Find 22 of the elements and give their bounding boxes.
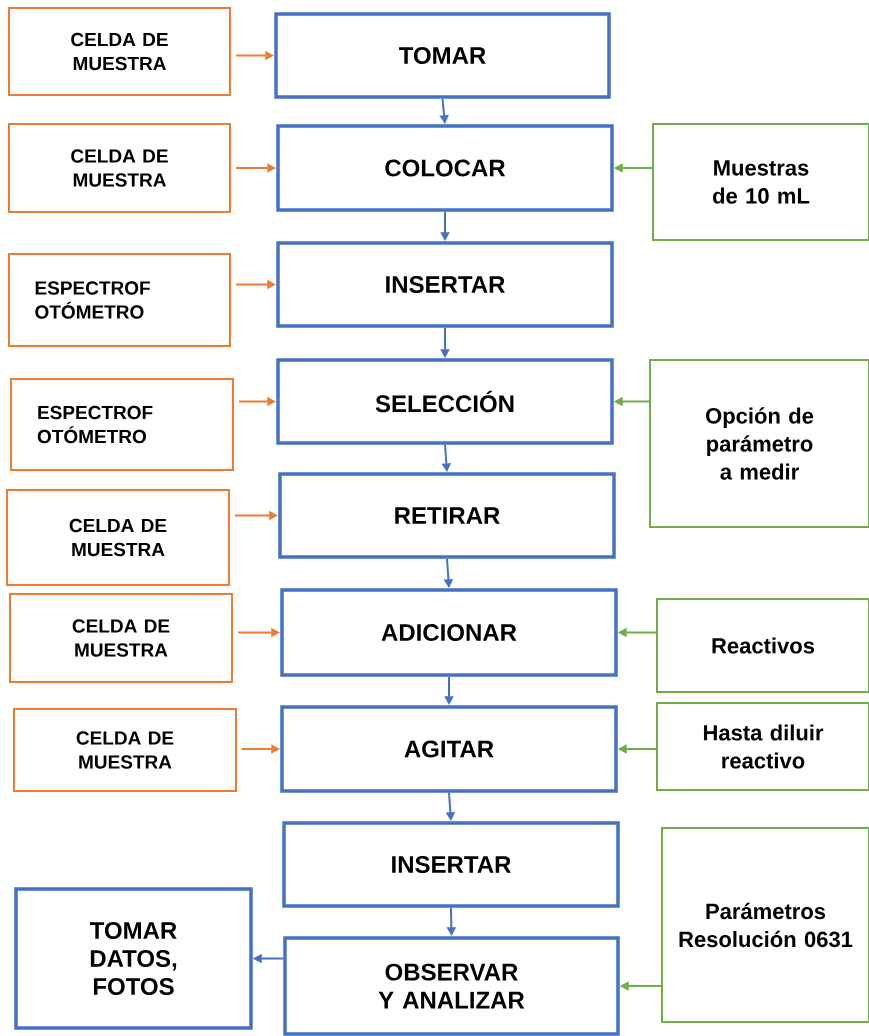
note-box: Hasta diluir reactivo xyxy=(656,702,869,791)
note-box: Parámetros Resolución 0631 xyxy=(661,827,869,1023)
process-box: TOMAR xyxy=(274,12,611,99)
input-box: ESPECTROF OTÓMETRO xyxy=(10,378,234,471)
process-box: SELECCIÓN xyxy=(276,358,614,445)
process-box: COLOCAR xyxy=(276,124,614,212)
input-box: CELDA DE MUESTRA xyxy=(6,489,230,586)
process-box: ADICIONAR xyxy=(280,588,618,677)
process-box: RETIRAR xyxy=(278,472,616,559)
process-box: INSERTAR xyxy=(282,821,620,908)
process-box: TOMAR DATOS, FOTOS xyxy=(14,887,253,1030)
input-box: CELDA DE MUESTRA xyxy=(8,7,231,96)
process-box: AGITAR xyxy=(280,705,618,793)
input-box: CELDA DE MUESTRA xyxy=(8,123,231,213)
note-box: Muestras de 10 mL xyxy=(652,123,869,241)
process-box: OBSERVAR Y ANALIZAR xyxy=(283,936,620,1036)
process-box: INSERTAR xyxy=(276,241,614,328)
input-box: CELDA DE MUESTRA xyxy=(13,708,237,792)
note-box: Opción de parámetro a medir xyxy=(649,359,869,528)
note-box: Reactivos xyxy=(656,598,869,693)
input-box: ESPECTROF OTÓMETRO xyxy=(8,253,231,347)
input-box: CELDA DE MUESTRA xyxy=(9,593,233,683)
